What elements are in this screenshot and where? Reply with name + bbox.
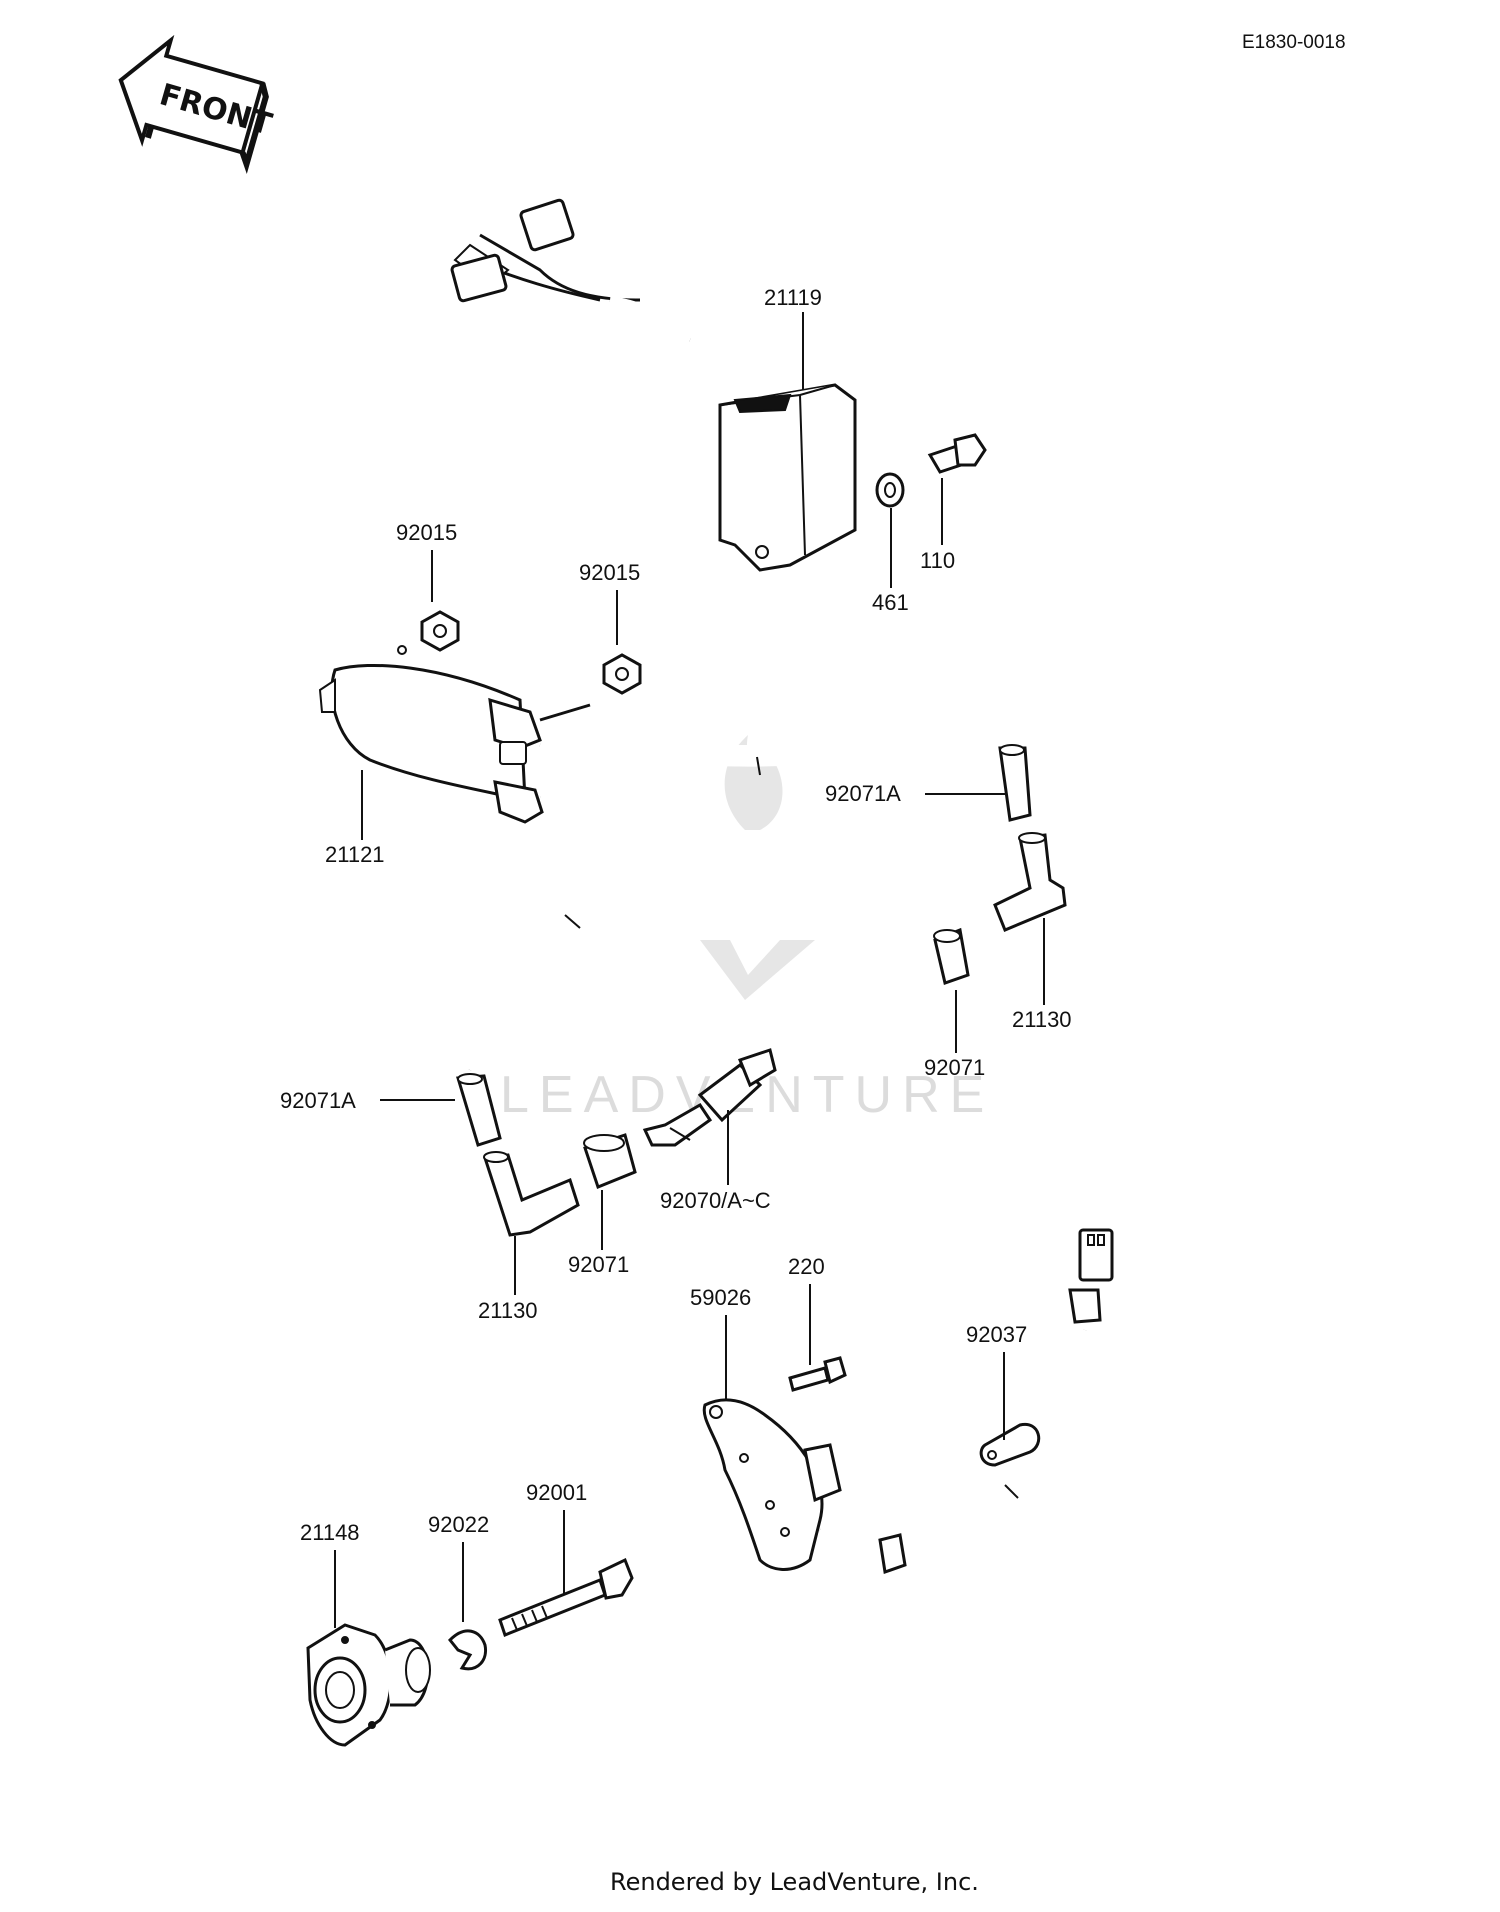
part-label-92070: 92070/A~C bbox=[660, 1188, 771, 1213]
screw-220 bbox=[788, 1356, 847, 1392]
bolt-92001 bbox=[498, 1557, 634, 1637]
clamp-92037 bbox=[979, 1422, 1041, 1467]
pickup-coil-59026 bbox=[702, 1398, 842, 1571]
cap-92071A-right bbox=[998, 744, 1032, 822]
ignition-coil bbox=[318, 645, 591, 824]
boot-92071-left bbox=[583, 1133, 637, 1189]
part-label-21130-left: 21130 bbox=[478, 1298, 538, 1323]
part-label-92071A-left: 92071A bbox=[280, 1088, 356, 1113]
front-arrow-icon: FRONT bbox=[118, 34, 276, 175]
part-label-59026: 59026 bbox=[690, 1285, 751, 1310]
leadventure-watermark-icon: LEADVENTURE bbox=[500, 735, 984, 1124]
igniter-unit bbox=[450, 198, 857, 572]
nut-92015-b bbox=[602, 653, 642, 695]
boot-92071-right bbox=[933, 927, 970, 985]
part-label-21121: 21121 bbox=[325, 842, 385, 867]
nut-92015-a bbox=[420, 610, 460, 652]
washer-461 bbox=[875, 472, 905, 508]
part-label-92015-b: 92015 bbox=[579, 560, 640, 585]
part-label-92001: 92001 bbox=[526, 1480, 587, 1505]
spark-plug-92070 bbox=[642, 1048, 777, 1147]
part-label-220: 220 bbox=[788, 1254, 825, 1279]
part-label-92071-left: 92071 bbox=[568, 1252, 629, 1277]
footer-credit: Rendered by LeadVenture, Inc. bbox=[610, 1868, 979, 1896]
part-label-21119: 21119 bbox=[764, 285, 822, 310]
plug-cap-21130-left bbox=[483, 1151, 580, 1237]
document-code: E1830-0018 bbox=[1242, 32, 1346, 53]
washer-92022 bbox=[447, 1629, 488, 1671]
part-label-92022: 92022 bbox=[428, 1512, 489, 1537]
part-label-21148: 21148 bbox=[300, 1520, 360, 1545]
timing-advancer-21148 bbox=[306, 1623, 431, 1747]
bolt-110 bbox=[927, 433, 987, 474]
plug-cap-21130-right bbox=[993, 832, 1067, 932]
part-label-110: 110 bbox=[920, 548, 955, 573]
part-label-92071-right: 92071 bbox=[924, 1055, 985, 1080]
part-label-92037: 92037 bbox=[966, 1322, 1027, 1347]
part-label-92015-a: 92015 bbox=[396, 520, 457, 545]
part-label-92071A-right: 92071A bbox=[825, 781, 901, 806]
part-label-461: 461 bbox=[872, 590, 909, 615]
part-label-21130-right: 21130 bbox=[1012, 1007, 1072, 1032]
cap-92071A-left bbox=[456, 1073, 502, 1147]
